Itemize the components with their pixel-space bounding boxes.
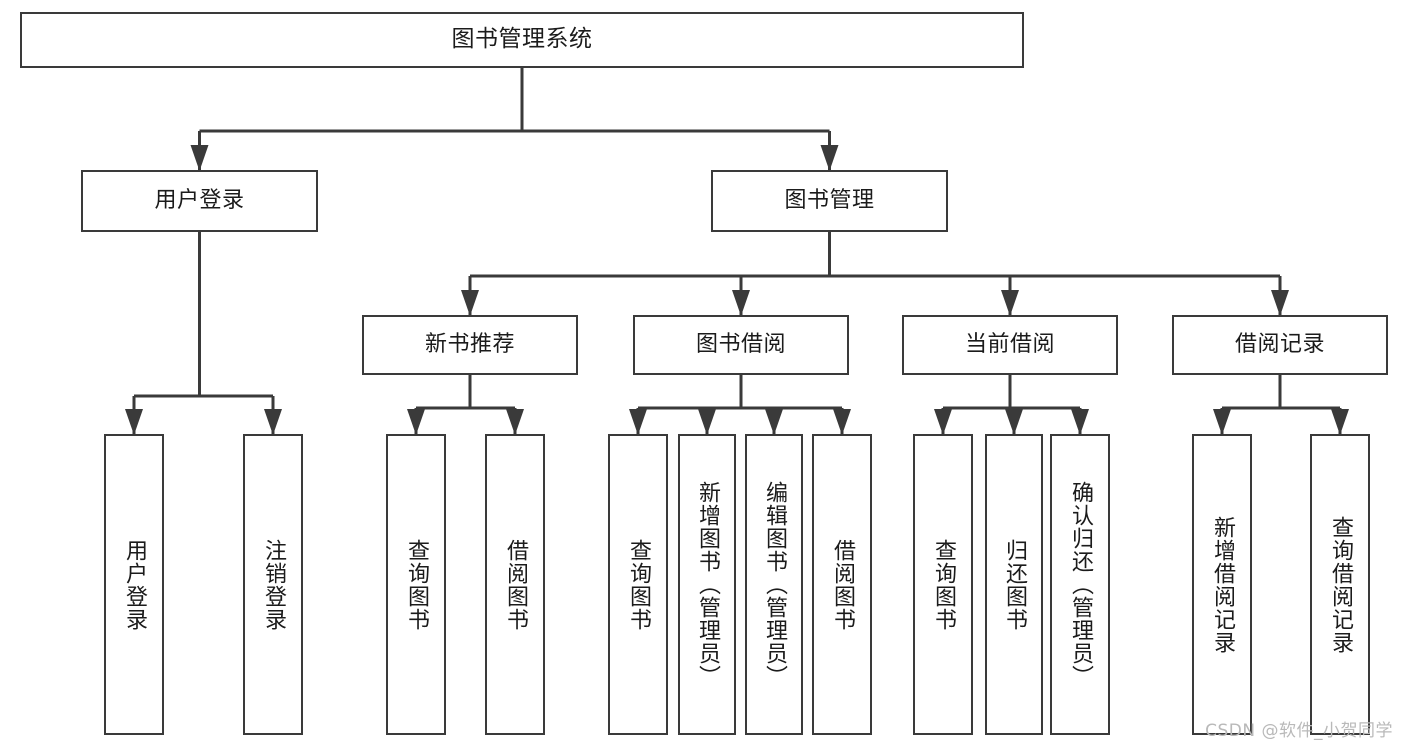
- node-leaf-bb-edit: 编辑图书（管理员）: [745, 434, 803, 735]
- arrowhead-icon-leaf-rec-borrow: [506, 409, 524, 435]
- node-user-login: 用户登录: [81, 170, 318, 232]
- node-label-leaf-user-login: 用户登录: [121, 538, 147, 631]
- arrowhead-icon-leaf-cb-query: [934, 409, 952, 435]
- node-leaf-bb-add: 新增图书（管理员）: [678, 434, 736, 735]
- node-book-borrow: 图书借阅: [633, 315, 849, 375]
- node-current-borrow: 当前借阅: [902, 315, 1118, 375]
- node-label-leaf-cb-return: 归还图书: [1001, 538, 1027, 631]
- node-label-user-login: 用户登录: [154, 187, 245, 213]
- node-label-leaf-rec-query: 查询图书: [403, 538, 429, 631]
- node-label-leaf-bb-edit: 编辑图书（管理员）: [761, 481, 787, 688]
- node-leaf-cb-return: 归还图书: [985, 434, 1043, 735]
- csdn-watermark: CSDN @软件_小贺同学: [1205, 721, 1393, 741]
- node-leaf-cb-confirm: 确认归还（管理员）: [1050, 434, 1110, 735]
- node-label-current-borrow: 当前借阅: [964, 331, 1055, 357]
- arrowhead-icon-book-borrow: [732, 290, 750, 316]
- node-leaf-rec-borrow: 借阅图书: [485, 434, 545, 735]
- node-leaf-cb-query: 查询图书: [913, 434, 973, 735]
- node-label-leaf-bb-query: 查询图书: [625, 538, 651, 631]
- node-label-leaf-br-add: 新增借阅记录: [1209, 515, 1235, 654]
- arrowhead-icon-leaf-bb-edit: [765, 409, 783, 435]
- node-label-book-borrow: 图书借阅: [695, 331, 786, 357]
- node-leaf-user-login: 用户登录: [104, 434, 164, 735]
- node-label-leaf-cb-query: 查询图书: [930, 538, 956, 631]
- node-borrow-record: 借阅记录: [1172, 315, 1388, 375]
- node-label-leaf-bb-add: 新增图书（管理员）: [694, 481, 720, 688]
- node-leaf-br-query: 查询借阅记录: [1310, 434, 1370, 735]
- arrowhead-icon-new-book-rec: [461, 290, 479, 316]
- arrowhead-icon-leaf-cb-return: [1005, 409, 1023, 435]
- node-label-leaf-rec-borrow: 借阅图书: [502, 538, 528, 631]
- node-leaf-bb-query: 查询图书: [608, 434, 668, 735]
- arrowhead-icon-leaf-br-add: [1213, 409, 1231, 435]
- node-leaf-rec-query: 查询图书: [386, 434, 446, 735]
- node-label-leaf-cb-confirm: 确认归还（管理员）: [1067, 481, 1093, 688]
- node-label-leaf-logout: 注销登录: [260, 538, 286, 631]
- arrowhead-icon-leaf-bb-query: [629, 409, 647, 435]
- arrowhead-icon-leaf-logout: [264, 409, 282, 435]
- node-label-leaf-bb-borrow: 借阅图书: [829, 538, 855, 631]
- arrowhead-icon-leaf-br-query: [1331, 409, 1349, 435]
- arrowhead-icon-leaf-bb-borrow: [833, 409, 851, 435]
- node-leaf-bb-borrow: 借阅图书: [812, 434, 872, 735]
- node-label-book-manage: 图书管理: [784, 187, 875, 213]
- node-leaf-logout: 注销登录: [243, 434, 303, 735]
- node-leaf-br-add: 新增借阅记录: [1192, 434, 1252, 735]
- arrowhead-icon-current-borrow: [1001, 290, 1019, 316]
- node-label-leaf-br-query: 查询借阅记录: [1327, 515, 1353, 654]
- arrowhead-icon-leaf-user-login: [125, 409, 143, 435]
- arrowhead-icon-book-manage: [820, 145, 839, 171]
- arrowhead-icon-leaf-rec-query: [407, 409, 425, 435]
- arrowhead-icon-borrow-record: [1271, 290, 1289, 316]
- node-book-manage: 图书管理: [711, 170, 948, 232]
- node-label-new-book-rec: 新书推荐: [424, 331, 515, 357]
- node-new-book-rec: 新书推荐: [362, 315, 578, 375]
- node-label-borrow-record: 借阅记录: [1234, 331, 1325, 357]
- node-label-root: 图书管理系统: [451, 26, 593, 53]
- arrowhead-icon-leaf-cb-confirm: [1071, 409, 1089, 435]
- node-root: 图书管理系统: [20, 12, 1024, 68]
- arrowhead-icon-leaf-bb-add: [698, 409, 716, 435]
- arrowhead-icon-user-login: [190, 145, 209, 171]
